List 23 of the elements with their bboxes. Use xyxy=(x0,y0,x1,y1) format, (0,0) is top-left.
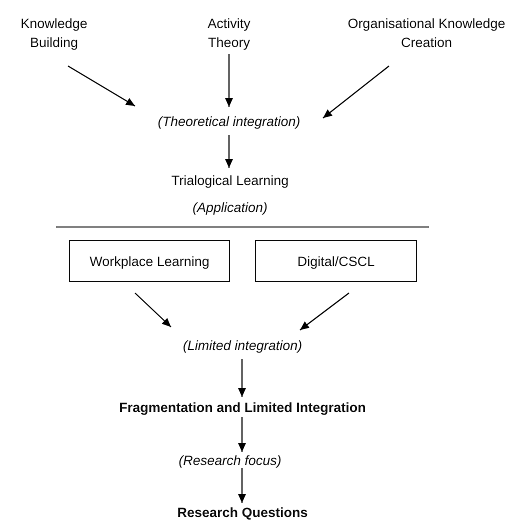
arrow xyxy=(134,292,172,328)
node-label: Workplace Learning xyxy=(90,252,210,270)
arrow xyxy=(238,417,246,452)
annotation-label: (Limited integration) xyxy=(182,336,302,354)
node-label: Organisational Knowledge Creation xyxy=(346,15,506,52)
arrow xyxy=(322,66,390,118)
node-label: Activity Theory xyxy=(206,15,252,52)
node-label: Trialogical Learning xyxy=(171,172,289,190)
process-box xyxy=(255,240,417,282)
annotation-label: (Research focus) xyxy=(178,452,282,470)
arrow xyxy=(225,54,233,107)
arrow xyxy=(238,468,246,503)
node-label: Digital/CSCL xyxy=(297,252,375,270)
arrow xyxy=(300,292,350,330)
annotation-label: (Application) xyxy=(192,199,268,217)
process-box xyxy=(69,240,230,282)
heading-label: Research Questions xyxy=(177,504,308,521)
annotation-label: (Theoretical integration) xyxy=(158,112,300,130)
arrow xyxy=(238,359,246,397)
node-label: Knowledge Building xyxy=(20,15,88,52)
heading-label: Fragmentation and Limited Integration xyxy=(119,398,366,416)
arrow xyxy=(68,65,136,107)
arrow xyxy=(225,135,233,168)
